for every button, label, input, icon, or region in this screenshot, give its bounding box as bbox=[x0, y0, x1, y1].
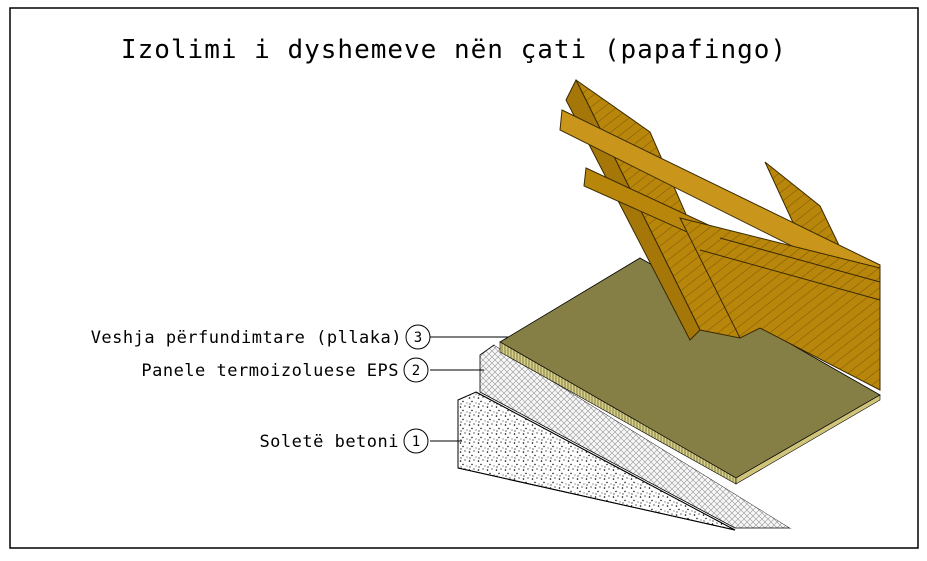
layer-label-3: Veshja përfundimtare (pllaka) bbox=[91, 328, 402, 348]
layer-label-1: Soletë betoni bbox=[259, 432, 399, 452]
roof-timbers bbox=[559, 78, 881, 391]
callout-2: 2 bbox=[403, 357, 429, 383]
floor-finish bbox=[499, 257, 881, 485]
layer-label-2: Panele termoizoluese EPS bbox=[141, 361, 399, 381]
callout-1-number: 1 bbox=[412, 434, 420, 450]
drawing-title: Izolimi i dyshemeve nën çati (papafingo) bbox=[121, 35, 787, 65]
callout-1: 1 bbox=[403, 428, 429, 454]
callout-3-number: 3 bbox=[414, 330, 422, 346]
drawing-border bbox=[9, 7, 919, 549]
leader-lines bbox=[430, 336, 508, 442]
callout-3: 3 bbox=[405, 324, 431, 350]
callout-2-number: 2 bbox=[412, 363, 420, 379]
